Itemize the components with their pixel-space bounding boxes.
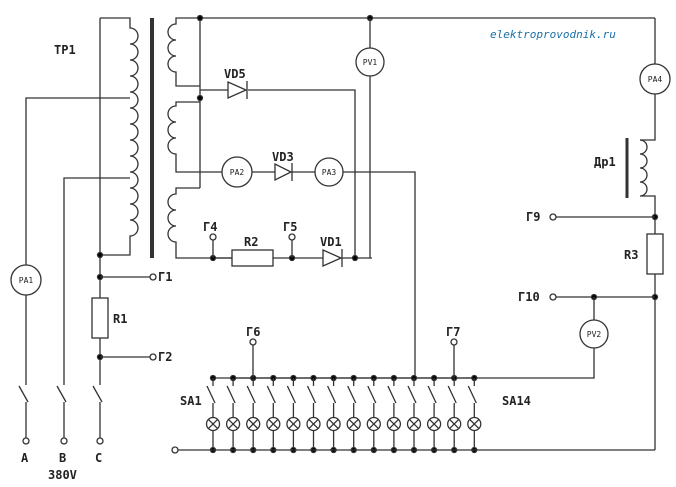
pa3-label: PA3 bbox=[322, 168, 337, 177]
pa2-wire bbox=[252, 171, 416, 378]
diode-vd5 bbox=[227, 80, 248, 100]
transformer-tp1 bbox=[100, 17, 232, 259]
voltmeter-pv1 bbox=[355, 47, 385, 77]
switch-blade bbox=[387, 385, 397, 404]
switch-blade bbox=[407, 385, 417, 404]
g4-label: Г4 bbox=[203, 220, 217, 234]
resistor-r3-label: R3 bbox=[624, 248, 638, 262]
secondary-winding-3 bbox=[167, 187, 232, 259]
bottom-terminal bbox=[171, 446, 179, 454]
switch-blade bbox=[467, 385, 477, 404]
g6-label: Г6 bbox=[246, 325, 260, 339]
terminal-g9 bbox=[549, 213, 557, 221]
pa4-label: PA4 bbox=[648, 75, 663, 84]
switch-blade bbox=[447, 385, 457, 404]
g1-label: Г1 bbox=[158, 270, 172, 284]
terminal-g5 bbox=[288, 233, 296, 241]
terminal-g1 bbox=[149, 273, 157, 281]
voltage-label: 380V bbox=[48, 468, 77, 482]
terminal-c bbox=[96, 437, 104, 445]
resistor-r3 bbox=[646, 233, 664, 275]
switch-blade bbox=[367, 385, 377, 404]
switch-blade bbox=[246, 385, 256, 404]
source-caption: elektroprovodnik.ru bbox=[490, 28, 616, 41]
node bbox=[196, 94, 204, 102]
switch-blade bbox=[347, 385, 357, 404]
phase-a-label: A bbox=[21, 451, 29, 465]
transformer-primary-winding bbox=[100, 17, 139, 256]
resistor-r1 bbox=[91, 297, 109, 339]
terminal-g2 bbox=[149, 353, 157, 361]
phase-a-wire bbox=[25, 97, 130, 378]
switch-blade bbox=[266, 385, 276, 404]
choke-winding bbox=[639, 139, 656, 234]
resistor-r1-label: R1 bbox=[113, 312, 127, 326]
vd5-wire-out bbox=[248, 89, 356, 258]
phase-switches bbox=[18, 378, 103, 438]
pv1-label: PV1 bbox=[363, 58, 378, 67]
transformer-label: TP1 bbox=[54, 43, 76, 57]
sa14-label: SA14 bbox=[502, 394, 531, 408]
terminal-b bbox=[60, 437, 68, 445]
terminal-g10 bbox=[549, 293, 557, 301]
diode-vd3 bbox=[274, 162, 293, 182]
diode-vd1 bbox=[322, 248, 343, 268]
resistor-r2 bbox=[231, 249, 274, 267]
g9-label: Г9 bbox=[526, 210, 540, 224]
switch-blade bbox=[206, 385, 216, 404]
diode-vd1-label: VD1 bbox=[320, 235, 342, 249]
terminal-g7 bbox=[450, 338, 458, 346]
sa1-label: SA1 bbox=[180, 394, 202, 408]
phase-c-label: C bbox=[95, 451, 102, 465]
g5-label: Г5 bbox=[283, 220, 297, 234]
choke-label: Др1 bbox=[594, 155, 616, 169]
node bbox=[351, 254, 359, 262]
switch-blade bbox=[427, 385, 437, 404]
secondary-winding-1 bbox=[167, 17, 200, 87]
terminal-a bbox=[22, 437, 30, 445]
switch-bank bbox=[205, 374, 482, 454]
pa1-label: PA1 bbox=[19, 276, 34, 285]
node bbox=[96, 251, 104, 259]
diode-vd3-label: VD3 bbox=[272, 150, 294, 164]
switch-blade bbox=[286, 385, 296, 404]
g7-label: Г7 bbox=[446, 325, 460, 339]
voltmeter-pv2 bbox=[579, 319, 609, 349]
diode-vd5-label: VD5 bbox=[224, 67, 246, 81]
resistor-r2-label: R2 bbox=[244, 235, 258, 249]
node bbox=[196, 14, 204, 22]
switch-blade bbox=[226, 385, 236, 404]
g2-label: Г2 bbox=[158, 350, 172, 364]
right-wire bbox=[640, 18, 656, 141]
switch-blade bbox=[306, 385, 317, 404]
phase-b-label: B bbox=[59, 451, 66, 465]
secondary-winding-2 bbox=[167, 101, 222, 173]
pv2-label: PV2 bbox=[587, 330, 602, 339]
switch-blade bbox=[327, 385, 337, 404]
pa2-label: PA2 bbox=[230, 168, 245, 177]
terminal-g6 bbox=[249, 338, 257, 346]
g10-label: Г10 bbox=[518, 290, 540, 304]
ammeter-pa2 bbox=[221, 156, 253, 188]
ammeter-pa1 bbox=[10, 264, 42, 296]
terminal-g4 bbox=[209, 233, 217, 241]
ammeter-pa3 bbox=[314, 157, 344, 187]
phase-b-wire bbox=[63, 177, 130, 378]
pv2-wire bbox=[230, 297, 595, 379]
ammeter-pa4 bbox=[639, 63, 671, 95]
